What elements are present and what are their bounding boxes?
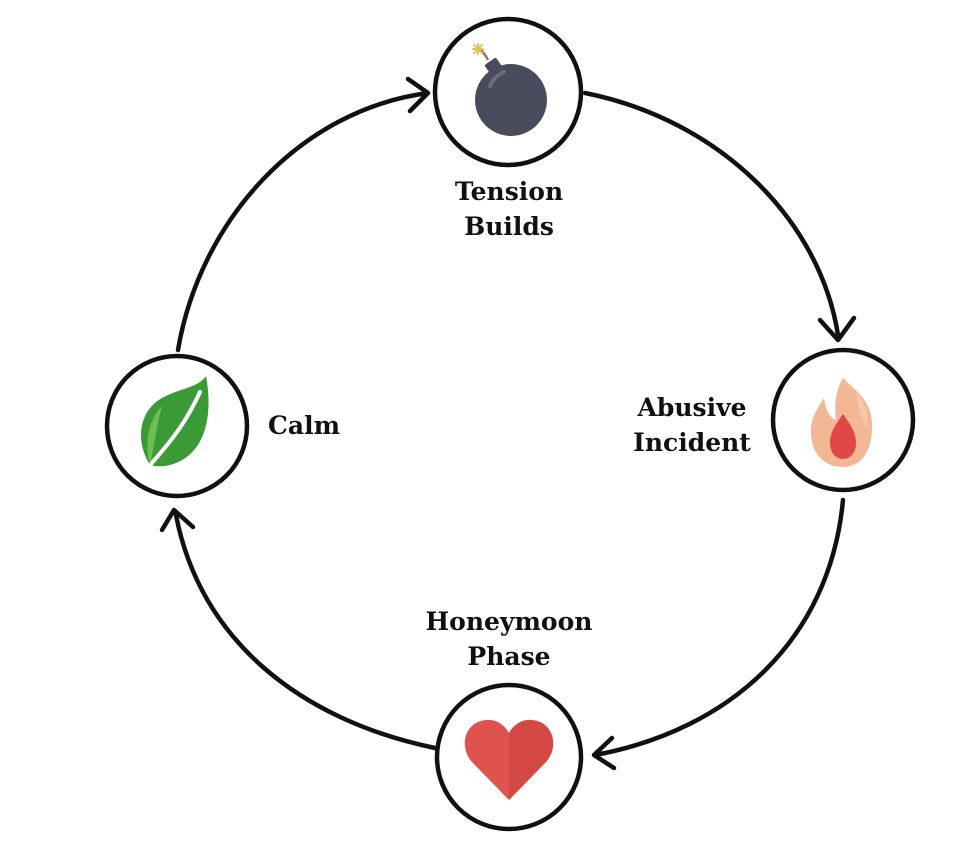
node-honeymoon-phase xyxy=(434,682,584,832)
fire-icon xyxy=(810,378,873,467)
heart-icon xyxy=(464,719,554,800)
stage-labels: Tension Builds Abusive Incident Honeymoo… xyxy=(268,177,751,671)
cycle-arrowheads xyxy=(159,76,857,771)
arc-honeymoon-to-calm xyxy=(173,512,438,751)
leaf-icon xyxy=(140,376,209,467)
label-tension-line2: Builds xyxy=(464,212,554,241)
label-honeymoon-line2: Phase xyxy=(467,642,550,671)
label-honeymoon-line1: Honeymoon xyxy=(426,607,593,636)
arc-tension-to-abusive xyxy=(582,90,841,338)
label-abusive-line1: Abusive xyxy=(636,393,746,422)
node-abusive-incident xyxy=(770,347,916,493)
arrowhead-tension xyxy=(405,76,431,114)
arc-calm-to-tension xyxy=(175,90,431,353)
arrowhead-calm xyxy=(159,507,196,533)
label-calm: Calm xyxy=(268,411,340,440)
arc-abusive-to-honeymoon xyxy=(592,497,846,758)
node-calm xyxy=(104,353,250,499)
label-abusive-line2: Incident xyxy=(633,428,751,457)
label-tension-line1: Tension xyxy=(455,177,563,206)
cycle-arcs xyxy=(173,90,846,758)
node-tension-builds xyxy=(432,16,584,168)
arrowhead-abusive xyxy=(817,315,857,343)
bomb-icon xyxy=(472,43,547,136)
arrowhead-honeymoon xyxy=(591,735,617,771)
